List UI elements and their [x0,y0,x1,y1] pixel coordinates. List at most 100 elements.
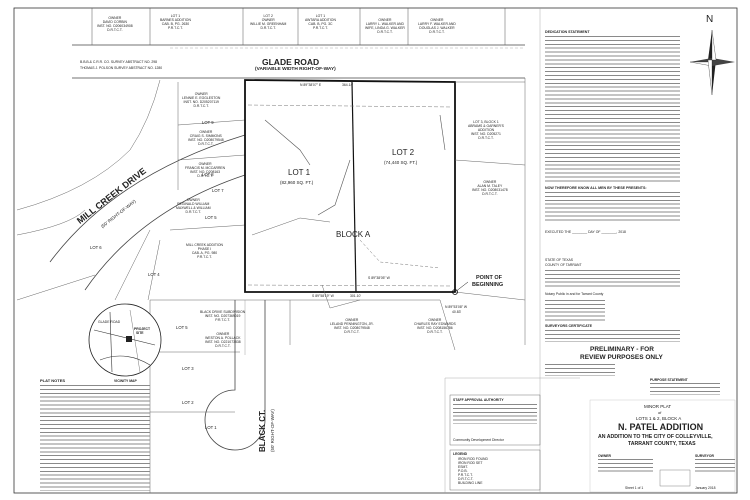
lot-label: LOT 1 [205,425,217,430]
legend-item: ESMT. [458,465,468,469]
addition-sub-1: AN ADDITION TO THE CITY OF COLLEYVILLE, [598,434,713,440]
lot-label: LOT 5 [176,325,188,330]
vicinity-glade-label: GLADE ROAD [98,320,121,324]
bearing-south: S 89°58'19" W [312,294,334,298]
vicinity-site-label: SITE [136,331,144,335]
bearing-north: N 89°38'07" E [300,83,322,87]
glade-road-row-label: (VARIABLE WIDTH RIGHT-OF-WAY) [255,67,336,72]
preliminary-line-2: REVIEW PURPOSES ONLY [580,354,663,361]
lots-label: LOTS 1 & 2, BLOCK A [636,416,682,421]
black-ct-row-label: (50' RIGHT-OF-WAY) [270,409,275,452]
owners-text [545,192,680,222]
lot-label: LOT 5 [205,215,217,220]
county-of-tarrant: COUNTY OF TARRANT [545,263,582,267]
legend-item: IRON ROD SET [458,461,483,465]
sheet-border [13,7,738,494]
sheet-number: Sheet 1 of 1 [625,486,644,490]
bearing-southeast-dist: 40.83' [452,310,462,314]
vicinity-map-title: VICINITY MAP [114,379,137,383]
purpose-text [650,383,720,395]
lot-label: LOT 2 [182,400,194,405]
approval-box [449,394,541,446]
lot-label: LOT 6 [90,245,102,250]
dedication-title: DEDICATION STATEMENT [545,30,590,34]
project-site-marker [126,336,132,342]
addition-name: N. PATEL ADDITION [618,422,704,432]
lot-label: LOT 9 [202,120,214,125]
vicinity-map-circle [88,303,162,377]
ack-text [545,270,680,288]
legend-title: LEGEND [453,452,468,456]
legend-item: P.R.T.C.T. [458,473,473,477]
purpose-title: PURPOSE STATEMENT [650,378,688,382]
owners-certificate: NOW THEREFORE KNOW ALL MEN BY THESE PRES… [545,186,647,190]
point-of-beginning-label: POINT OF [476,275,502,281]
bearing-middle: S 89°38'05" W [368,276,390,280]
of-label: of [658,410,662,415]
legend-item: P.O.B. [458,469,468,473]
owner-info [598,459,653,473]
vicinity-project-label: PROJECT [134,327,151,331]
director-label: Community Development Director [453,438,504,442]
owner-label: OWNER [598,454,611,458]
minor-plat-label: MINOR PLAT [644,404,672,409]
plat-notes-text [40,385,150,491]
bearing-south-dist: 301.10' [350,294,362,298]
property-boundary [244,79,456,293]
dedication-text [545,36,680,184]
lot-1-label: LOT 1 [288,168,311,177]
legend-item: IRON ROD FOUND [458,457,488,461]
plat-notes-title: PLAT NOTES [40,378,66,383]
lot-2-label: LOT 2 [392,148,415,157]
state-of-texas: STATE OF TEXAS [545,258,574,262]
legend-item: BUILDING LINE [458,481,483,485]
north-arrow-icon [689,29,735,96]
surveyor-stamp [659,469,691,487]
surveyor-info [695,459,735,473]
north-label: N [706,14,714,25]
bearing-north-dist: 364.14' [342,83,354,87]
surveyor-label: SURVEYOR [695,454,714,458]
glade-road-label: GLADE ROAD [262,57,320,67]
lot-line [351,81,357,293]
title-block-box [589,399,736,493]
legend-box [449,449,541,491]
surveyor-certificate: SURVEYORS CERTIFICATE [545,324,592,328]
black-ct-label: BLACK CT. [258,409,267,452]
lot-2-area: (74,440 SQ. FT.) [384,160,418,165]
legend-item: D.R.T.C.T. [458,477,474,481]
addition-sub-2: TARRANT COUNTY, TEXAS [628,441,696,447]
lot-label: LOT 8 [202,172,214,177]
block-a-label: BLOCK A [336,230,371,239]
survey-abstract-2: THOMAS J. POLSON SURVEY ABSTRACT NO. 128… [80,66,163,70]
sheet-date: January 2018 [695,486,716,490]
notary-text [545,300,605,322]
bearing-southeast: N 89°53'08" W [445,305,468,309]
surveyor-text [545,330,680,342]
approval-text [453,404,537,424]
approval-title: STAFF APPROVAL AUTHORITY [453,398,504,402]
point-of-beginning-label-2: BEGINNING [472,282,504,288]
lot-1-area: (82,960 SQ. FT.) [280,180,314,185]
preliminary-line-1: PRELIMINARY - FOR [590,346,654,353]
executed-line: EXECUTED THE ________ DAY OF ________, 2… [545,230,626,234]
